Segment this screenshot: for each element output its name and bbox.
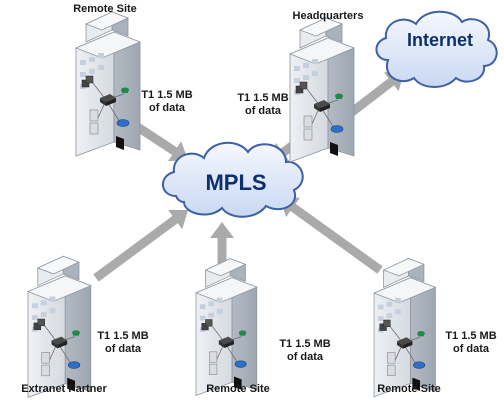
link-note: of data [148, 102, 186, 114]
link-note: of data [286, 351, 324, 363]
site-label-remote-site-bottom-center: Remote Site [206, 383, 270, 395]
building-extranet-partner [27, 255, 92, 398]
mpls-label: MPLS [205, 170, 267, 195]
link-label-remote-site-bottom-right: T1 1.5 MB of data [440, 330, 502, 356]
arrow-headquarters-to-internet [349, 72, 404, 116]
arrow-remote-right-to-mpls [280, 197, 383, 274]
internet-label: Internet [406, 30, 473, 50]
internet-cloud [375, 10, 498, 88]
link-label-remote-site-bottom-center: T1 1.5 MB of data [274, 338, 336, 364]
link-speed: T1 1.5 MB [237, 92, 289, 104]
arrow-remote-center-to-mpls [210, 222, 234, 268]
link-label-remote-site-top: T1 1.5 MB of data [136, 89, 198, 115]
link-speed: T1 1.5 MB [279, 338, 331, 350]
site-label-remote-site-top: Remote Site [73, 3, 137, 15]
building-remote-site-top [75, 11, 141, 157]
link-note: of data [244, 105, 282, 117]
arrow-remote-site-top-to-mpls [127, 118, 188, 162]
building-remote-site-bottom-right [373, 258, 436, 398]
site-label-extranet-partner: Extranet Partner [21, 383, 107, 395]
site-label-remote-site-bottom-right: Remote Site [377, 383, 441, 395]
link-label-headquarters: T1 1.5 MB of data [232, 92, 294, 118]
link-speed: T1 1.5 MB [97, 330, 149, 342]
site-label-headquarters: Headquarters [292, 10, 364, 22]
link-label-extranet-partner: T1 1.5 MB of data [92, 330, 154, 356]
arrow-extranet-partner-to-mpls [93, 209, 188, 282]
link-speed: T1 1.5 MB [141, 89, 193, 101]
link-note: of data [452, 343, 490, 355]
link-speed: T1 1.5 MB [445, 330, 497, 342]
mpls-cloud [162, 141, 304, 218]
building-remote-site-bottom-center [195, 258, 258, 396]
link-note: of data [104, 343, 142, 355]
building-headquarters [289, 17, 355, 163]
